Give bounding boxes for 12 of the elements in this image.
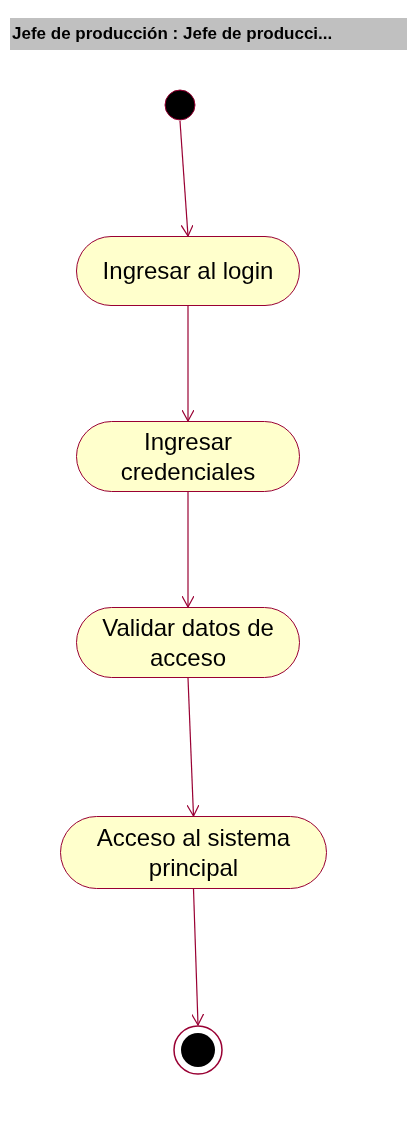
arrow [181, 491, 195, 608]
arrow [179, 120, 194, 237]
activity-label: Acceso al sistema principal [95, 822, 292, 883]
arrow [191, 888, 205, 1026]
activity-label: Ingresar al login [102, 256, 274, 286]
activity-label: Ingresar credenciales [119, 426, 257, 487]
arrow [181, 305, 195, 422]
end-node [173, 1025, 223, 1075]
arrow [186, 677, 200, 817]
activity-label: Validar datos de acceso [101, 612, 275, 673]
diagram-title: Jefe de producción : Jefe de producci... [10, 18, 407, 50]
start-node [164, 89, 196, 121]
